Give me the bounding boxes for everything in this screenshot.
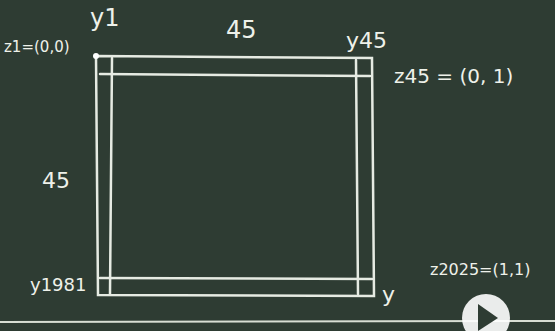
play-button — [462, 294, 510, 331]
vertex-label: y1 — [90, 6, 119, 30]
inner-line — [100, 278, 372, 279]
coordinate-label: z2025=(1,1) — [430, 262, 530, 278]
outer-square — [96, 56, 374, 296]
inner-line — [356, 60, 358, 294]
corner-dot — [93, 53, 99, 59]
dimension: 45 — [226, 18, 257, 42]
inner-line — [100, 74, 370, 76]
coordinate-label: z45 = (0, 1) — [394, 66, 513, 86]
dimension: 45 — [42, 170, 70, 192]
vertex-label: y — [382, 284, 395, 306]
vertex-label: y45 — [346, 30, 387, 52]
grid-square — [96, 56, 374, 296]
coordinate-label: z1=(0,0) — [4, 40, 70, 55]
inner-line — [110, 58, 112, 294]
vertex-label: y1981 — [30, 276, 86, 294]
